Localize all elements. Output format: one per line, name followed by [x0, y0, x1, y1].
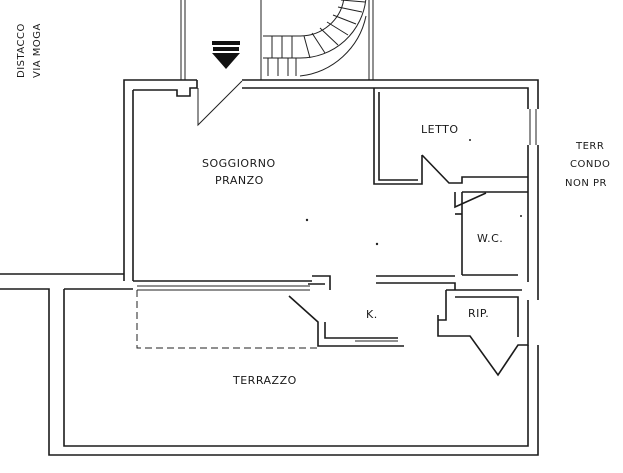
- right-note-line2: CONDO: [570, 159, 610, 170]
- terrace-railing: [0, 273, 539, 456]
- spiral-staircase: [263, 0, 367, 77]
- room-label-terrazzo: TERRAZZO: [232, 374, 297, 387]
- room-label-ripostiglio: RIP.: [468, 307, 489, 320]
- external-walls: [123, 79, 539, 300]
- entrance-arrow-icon: [212, 41, 240, 69]
- room-label-pranzo: PRANZO: [215, 174, 264, 187]
- plan-marks: [305, 139, 522, 246]
- terrace-windows: [133, 280, 312, 291]
- bedroom-walls: [373, 88, 528, 185]
- roof-projection: [136, 290, 318, 349]
- left-margin-note: DISTACCO VIA MOGA: [16, 23, 43, 78]
- room-label-letto: LETTO: [421, 123, 458, 136]
- kitchen-walls: [288, 275, 529, 377]
- room-label-wc: W.C.: [477, 232, 503, 245]
- left-note-line1: DISTACCO: [16, 23, 27, 78]
- left-note-line2: VIA MOGA: [32, 23, 43, 78]
- right-note-line3: NON PR: [565, 178, 607, 189]
- room-label-kitchen: K.: [366, 308, 378, 321]
- right-note-line1: TERR: [575, 141, 604, 152]
- right-margin-note: TERR CONDO NON PR: [565, 141, 610, 189]
- room-label-soggiorno: SOGGIORNO: [202, 157, 276, 170]
- wc-walls: [454, 191, 528, 276]
- stair-enclosure: [180, 0, 374, 80]
- entrance-door: [197, 80, 243, 127]
